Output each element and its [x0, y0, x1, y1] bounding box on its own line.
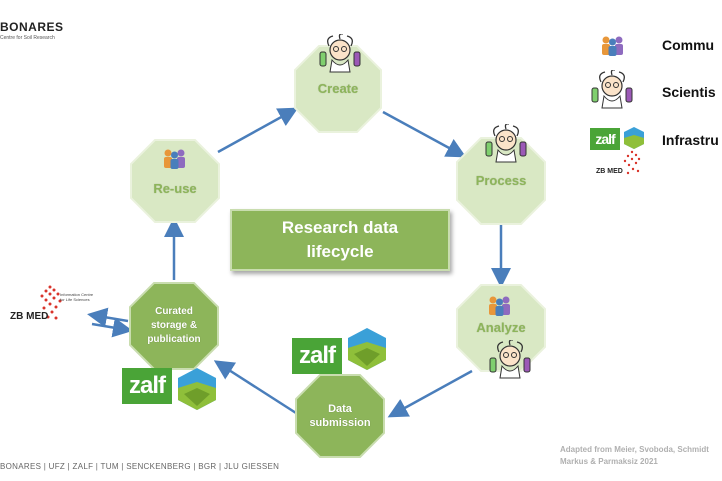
credit-text: Adapted from Meier, Svoboda, Schmidt Mar… — [560, 444, 709, 468]
node-reuse-label: Re-use — [153, 181, 197, 196]
zbmed-logo: ZB MED Information Centre for Life Scien… — [10, 284, 94, 324]
arrow-analyze-submission — [387, 369, 473, 418]
center-line2: lifecycle — [306, 242, 374, 261]
curated-line3: publication — [147, 334, 201, 345]
arrow-create-process — [382, 110, 467, 158]
node-analyze: Analyze — [455, 283, 547, 373]
scientist-icon — [319, 34, 361, 73]
zalf-logo-text: zalf — [128, 372, 166, 399]
arrow-zbmed-curated — [91, 317, 133, 338]
zalf-logo-text: zalf — [298, 342, 336, 369]
credit-line1: Adapted from Meier, Svoboda, Schmidt — [560, 445, 709, 454]
node-reuse: Re-use — [129, 138, 221, 224]
arrow-reuse-create — [217, 107, 299, 154]
zalf-logo: zalf — [122, 368, 172, 404]
node-data-submission: Data submission — [294, 373, 386, 459]
node-process: Process — [455, 136, 547, 226]
legend-infrastructure: Infrastru — [662, 132, 719, 148]
zbmed-dots-icon — [40, 285, 62, 320]
node-curated-storage: Curated storage & publication — [128, 281, 220, 371]
arrow-submission-curated — [213, 360, 297, 415]
footer-partners: BONARES | UFZ | ZALF | TUM | SENCKENBERG… — [0, 462, 280, 471]
community-icon — [164, 149, 185, 169]
zbmed-dots-icon — [623, 150, 641, 175]
zbmed-name: ZB MED — [596, 168, 623, 175]
node-process-label: Process — [475, 173, 527, 188]
zbmed-sub2: for Life Sciences — [60, 297, 90, 302]
zalf-logo-text: zalf — [595, 131, 615, 147]
submission-line2: submission — [309, 417, 371, 429]
scientist-icon — [485, 124, 527, 163]
curated-line1: Curated — [155, 306, 193, 317]
curated-line2: storage & — [150, 320, 198, 331]
hexagon-icon — [624, 127, 644, 149]
legend-scientist: Scientis — [662, 84, 716, 100]
node-create: Create — [293, 44, 383, 134]
submission-line1: Data — [328, 403, 352, 415]
node-analyze-label: Analyze — [476, 320, 526, 335]
logo-tagline: Centre for Soil Research — [0, 35, 55, 41]
zbmed-name: ZB MED — [10, 311, 49, 322]
zalf-logo: zalf — [590, 128, 620, 150]
center-title-box: Research data lifecycle — [230, 209, 450, 271]
hexagon-icon — [178, 368, 216, 410]
legend-community: Commu — [662, 37, 715, 53]
zbmed-sub1: Information Centre — [60, 292, 94, 297]
scientist-icon — [591, 70, 633, 109]
bonares-logo: BONARES Centre for Soil Research — [0, 20, 64, 41]
logo-name: BONARES — [0, 20, 64, 34]
zalf-logo: zalf — [292, 338, 342, 374]
credit-line2: Markus & Parmaksiz 2021 — [560, 457, 658, 466]
community-icon — [602, 36, 623, 56]
node-create-label: Create — [317, 81, 359, 96]
arrow-curated-zbmed — [87, 307, 129, 328]
center-line1: Research data — [281, 218, 399, 237]
hexagon-icon — [348, 328, 386, 370]
community-icon — [489, 296, 510, 316]
scientist-icon — [489, 340, 531, 379]
